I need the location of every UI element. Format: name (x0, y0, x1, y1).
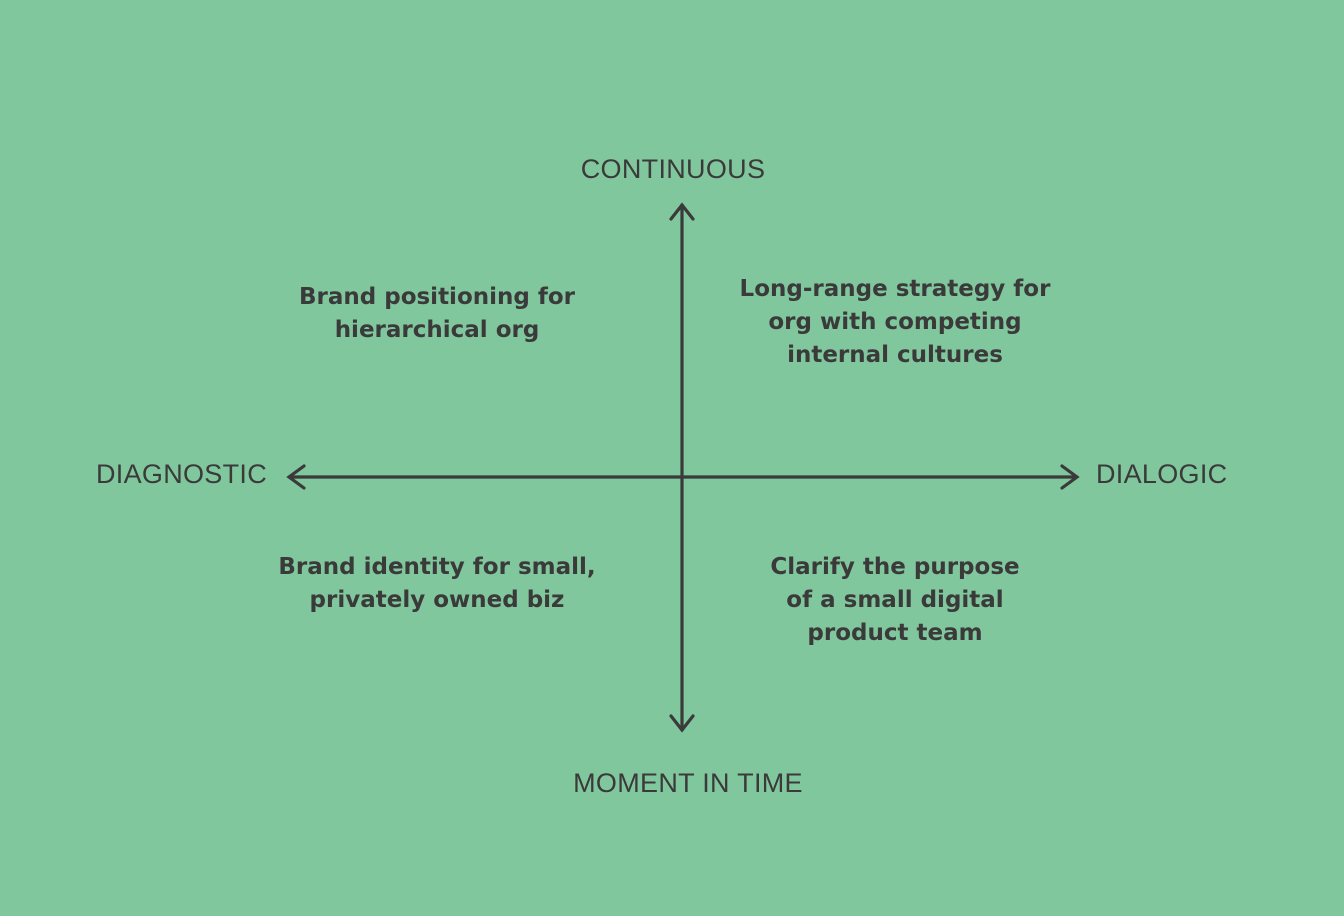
quadrant-label-top-right: Long-range strategy for org with competi… (739, 276, 1051, 368)
quadrant-label-bottom-right: Clarify the purpose of a small digital p… (770, 554, 1020, 646)
axis-label-moment-in-time: MOMENT IN TIME (573, 768, 803, 798)
arrowhead-left-icon (286, 464, 306, 490)
axis-label-continuous: CONTINUOUS (580, 154, 766, 184)
quadrant-label-bottom-left: Brand identity for small, privately owne… (278, 554, 596, 613)
axis-label-dialogic: DIALOGIC (1096, 459, 1228, 489)
arrowhead-down-icon (669, 714, 695, 733)
axis-label-diagnostic: DIAGNOSTIC (96, 459, 268, 489)
arrowhead-up-icon (669, 202, 695, 221)
arrowhead-right-icon (1060, 464, 1080, 490)
quadrant-label-top-left: Brand positioning for hierarchical org (298, 284, 575, 343)
